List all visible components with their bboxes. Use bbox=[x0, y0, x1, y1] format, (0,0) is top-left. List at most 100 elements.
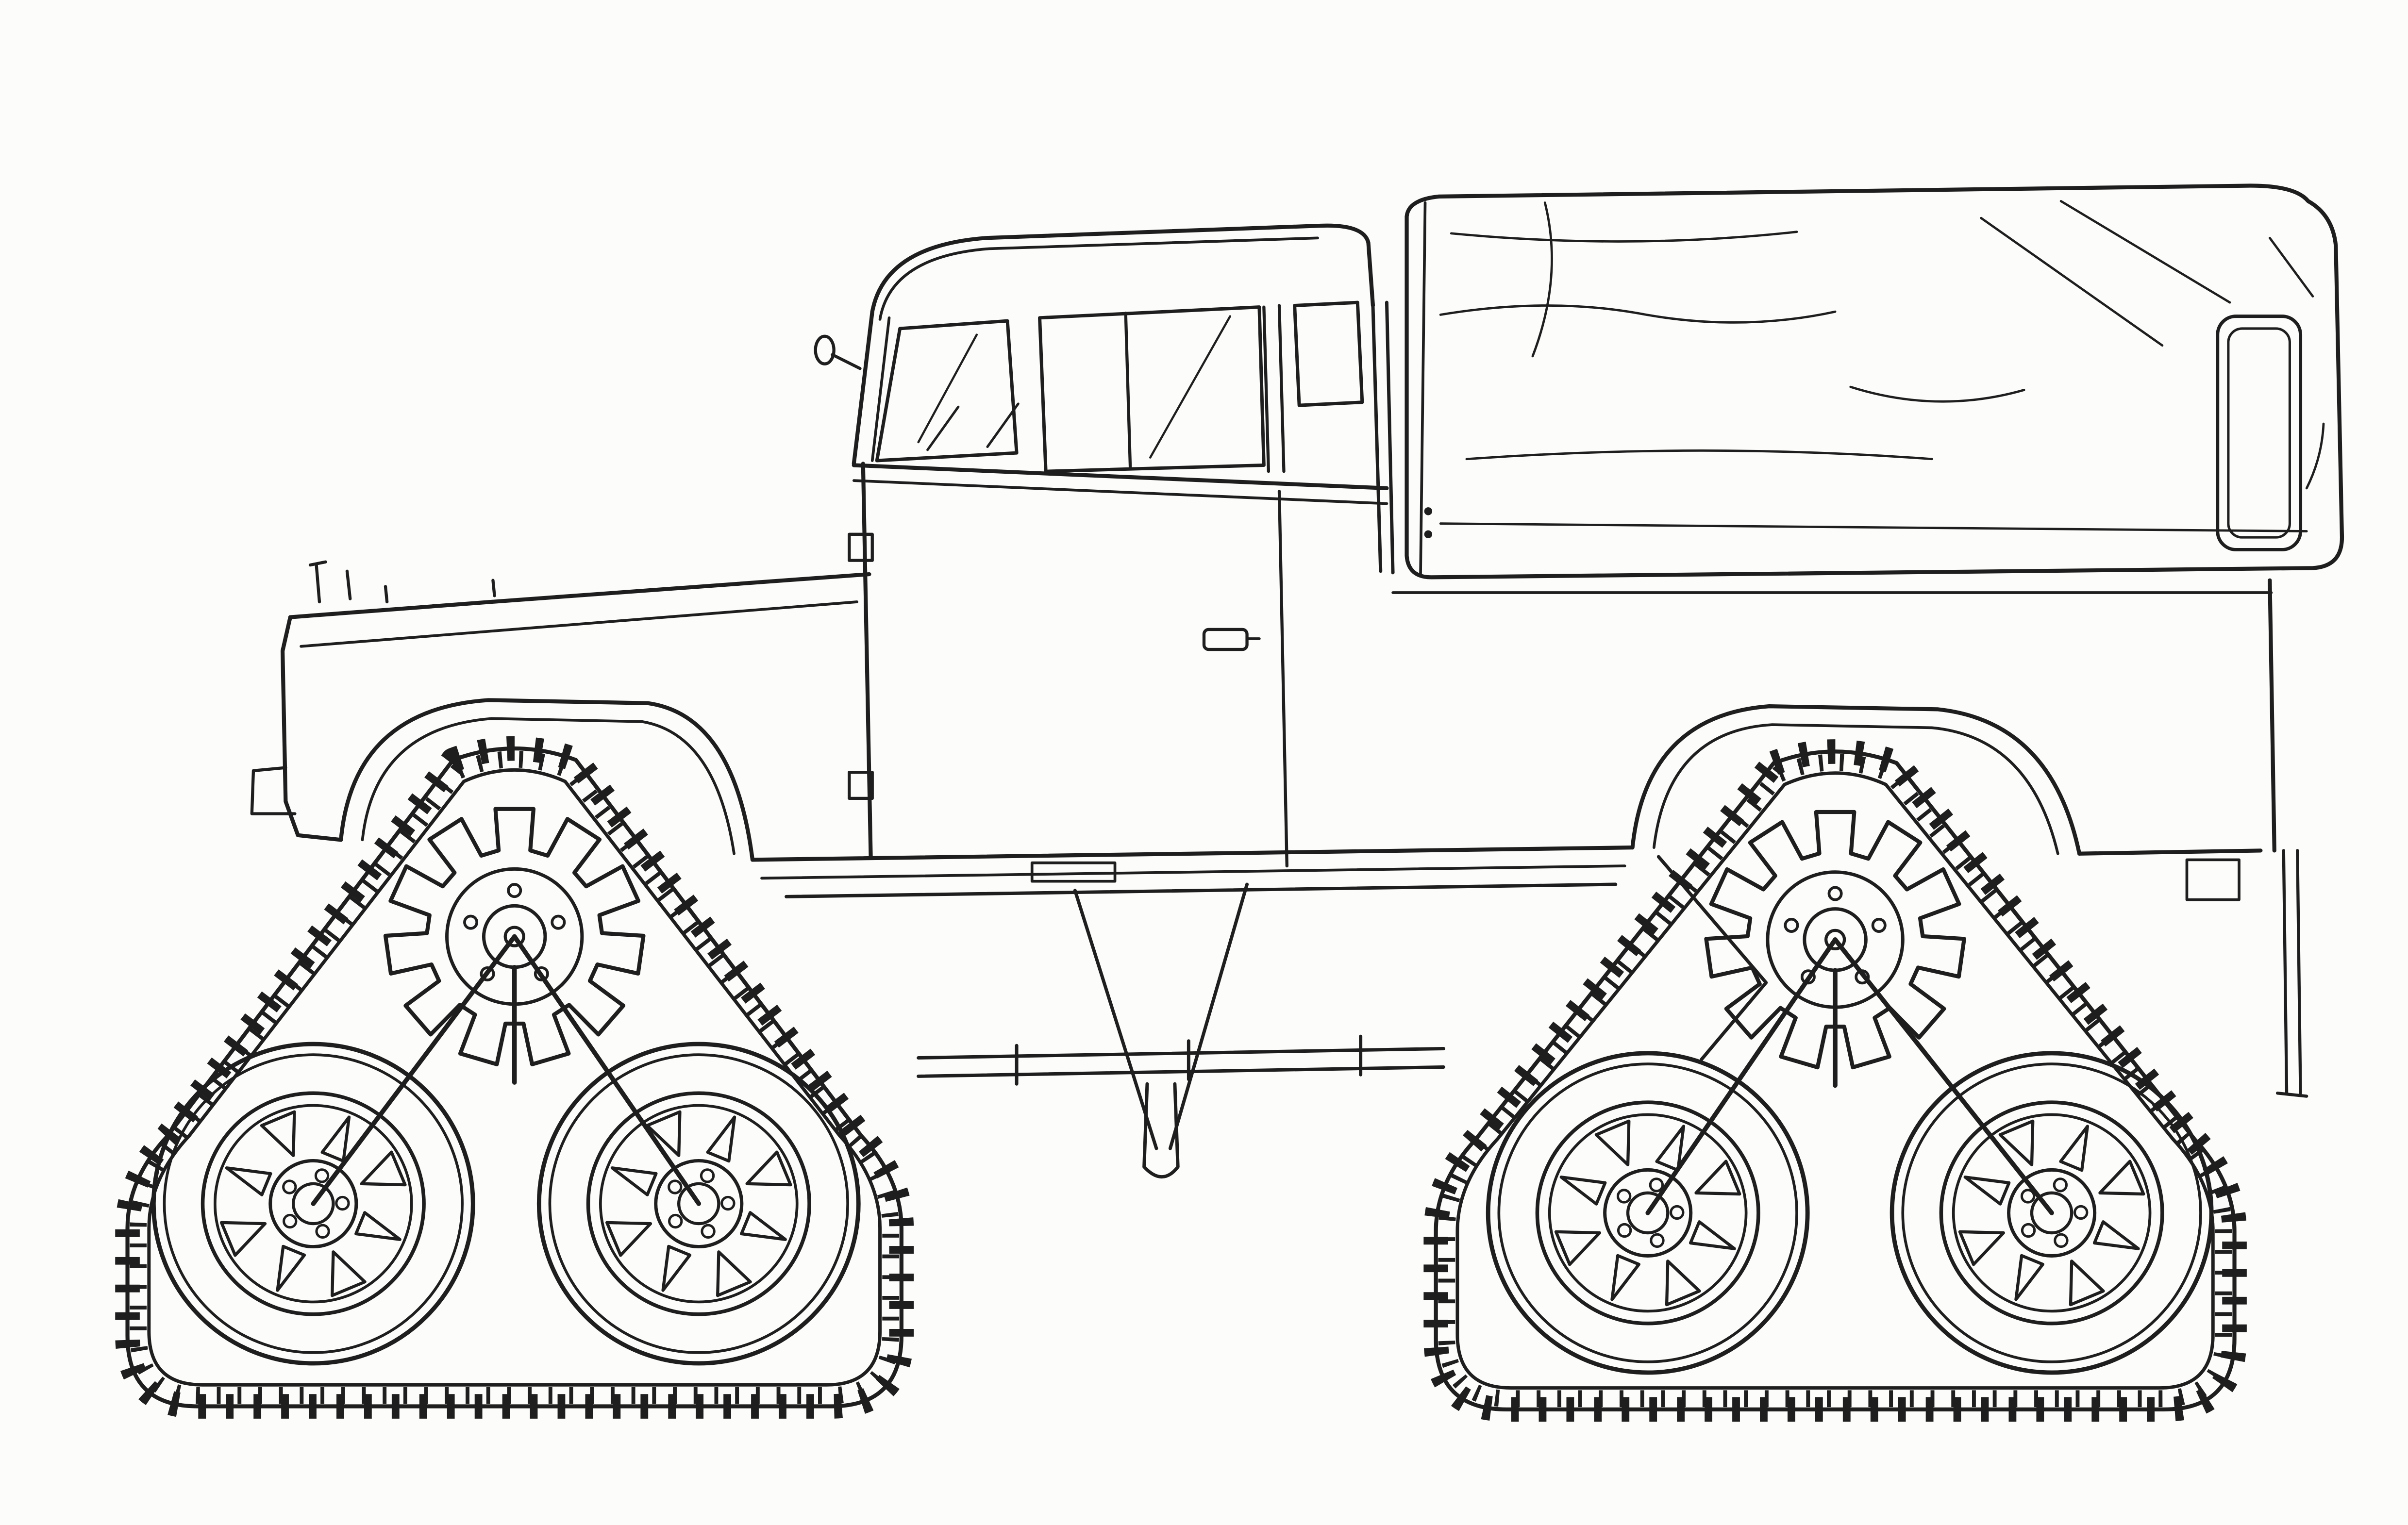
wheel-vent-hole bbox=[1958, 1230, 2005, 1266]
canopy-creases bbox=[1439, 200, 2325, 533]
front-wheel-arch-inner bbox=[361, 717, 736, 856]
front-step bbox=[250, 766, 297, 816]
wheel-vent-hole bbox=[1998, 1120, 2035, 1167]
door-window-reflection bbox=[1149, 315, 1231, 459]
canopy-fastener-dot bbox=[1424, 507, 1433, 516]
wheel-vent-hole bbox=[1554, 1230, 1602, 1266]
door-hinge-upper bbox=[848, 533, 874, 563]
door-window bbox=[1038, 305, 1266, 474]
wheel-vent-hole bbox=[2069, 1260, 2105, 1307]
wheel-vent-hole bbox=[276, 1245, 306, 1292]
hood-hinge-ticks bbox=[384, 579, 496, 604]
drive-sprocket bbox=[383, 807, 646, 1067]
wheel-vent-hole bbox=[320, 1115, 351, 1163]
wheel-vent-hole bbox=[1610, 1254, 1640, 1301]
road-wheel bbox=[151, 1042, 475, 1366]
track-unit-rear bbox=[1423, 739, 2247, 1422]
wheel-vent-hole bbox=[354, 1211, 401, 1242]
chassis-underbody bbox=[785, 855, 1768, 1179]
door-front-edge bbox=[861, 462, 873, 859]
roof-inner-line bbox=[878, 236, 1319, 321]
roof-outline bbox=[870, 224, 1375, 314]
rear-wheel-arch-inner bbox=[1652, 723, 2059, 856]
beltline-upper bbox=[852, 463, 1389, 491]
wheel-vent-hole bbox=[260, 1111, 296, 1158]
wheel-vent-hole bbox=[2014, 1254, 2044, 1301]
front-antenna bbox=[308, 561, 352, 604]
track-unit-front bbox=[115, 736, 914, 1419]
mirror-head bbox=[814, 335, 836, 366]
bogie-arm bbox=[1833, 937, 2054, 1216]
wheel-vent-hole bbox=[331, 1250, 367, 1297]
cab bbox=[814, 224, 1395, 575]
wheel-vent-hole bbox=[2098, 1160, 2145, 1196]
rear-underbox bbox=[2185, 859, 2241, 901]
canopy-front-edge bbox=[1419, 201, 1427, 576]
wheel-vent-hole bbox=[1963, 1176, 2011, 1206]
wipers bbox=[926, 402, 1020, 451]
front-face bbox=[280, 615, 343, 842]
wheel-vent-hole bbox=[225, 1166, 272, 1197]
wheel-vent-hole bbox=[1665, 1260, 1701, 1307]
mirror-arm bbox=[831, 353, 862, 370]
rear-support-pipe bbox=[2275, 849, 2308, 1098]
road-wheel bbox=[1486, 1051, 1810, 1375]
canopy-outline bbox=[1405, 183, 2344, 580]
v-strut bbox=[1073, 882, 1249, 1151]
wheel-vent-hole bbox=[645, 1111, 682, 1158]
windshield-reflection bbox=[917, 333, 978, 444]
road-wheel bbox=[536, 1042, 861, 1366]
driveline-bar-lower bbox=[917, 1065, 1445, 1078]
cab-rear-window bbox=[1293, 301, 1364, 408]
canvas-canopy bbox=[1405, 183, 2344, 580]
rear-bottom-edge bbox=[2077, 848, 2263, 856]
wheel-vent-hole bbox=[1689, 1220, 1736, 1251]
body-shell bbox=[250, 462, 2308, 1098]
wheel-vent-hole bbox=[219, 1221, 267, 1257]
sill-lower bbox=[760, 864, 1626, 880]
door-hinge-lower bbox=[848, 771, 874, 800]
door-handle bbox=[1202, 628, 1249, 651]
track-units bbox=[115, 736, 2247, 1422]
canopy-fastener-dot bbox=[1424, 530, 1433, 539]
rear-wheel-arch bbox=[1630, 704, 2082, 856]
cab-rear-edge bbox=[1371, 301, 1395, 575]
fender-top-line bbox=[300, 600, 858, 648]
wheel-vent-hole bbox=[360, 1150, 407, 1187]
wheel-vent-hole bbox=[1559, 1176, 1607, 1206]
canopy-rear-window-outer bbox=[2216, 315, 2303, 552]
cab-step bbox=[1030, 862, 1117, 883]
a-pillar-outer bbox=[852, 310, 874, 466]
wheel-vent-hole bbox=[610, 1166, 658, 1197]
wheel-vent-hole bbox=[605, 1221, 652, 1257]
bogie-arm bbox=[311, 934, 517, 1207]
track-belt-outer bbox=[1434, 749, 2237, 1412]
track-belt-outer bbox=[125, 746, 903, 1409]
wheel-vent-hole bbox=[740, 1211, 787, 1242]
wheel-vent-hole bbox=[706, 1115, 736, 1163]
front-wheel-arch bbox=[339, 698, 755, 862]
hood-top-edge bbox=[288, 572, 871, 620]
track-link-ticks bbox=[130, 751, 900, 1405]
wheel-vent-hole bbox=[745, 1150, 792, 1187]
drive-sprocket bbox=[1704, 810, 1966, 1070]
hanging-strap bbox=[1142, 1082, 1180, 1179]
track-belt-inner bbox=[1455, 771, 2215, 1390]
road-wheel bbox=[1890, 1051, 2214, 1375]
beltline-lower bbox=[852, 479, 1388, 505]
canopy-rear-window-inner bbox=[2227, 327, 2291, 539]
a-pillar-inner bbox=[870, 316, 891, 463]
sill-upper bbox=[750, 845, 1635, 862]
door-rear-seam bbox=[1277, 490, 1288, 868]
b-pillar bbox=[1262, 304, 1286, 473]
wheel-vent-hole bbox=[716, 1250, 752, 1297]
wheel-vent-hole bbox=[1594, 1120, 1631, 1167]
windshield bbox=[875, 319, 1019, 463]
wheel-vent-hole bbox=[661, 1245, 692, 1292]
rear-body-edge bbox=[2268, 579, 2276, 853]
vent-window-divider bbox=[1124, 312, 1132, 470]
wheel-vent-hole bbox=[1655, 1125, 1686, 1172]
bogie-arm bbox=[512, 934, 702, 1207]
